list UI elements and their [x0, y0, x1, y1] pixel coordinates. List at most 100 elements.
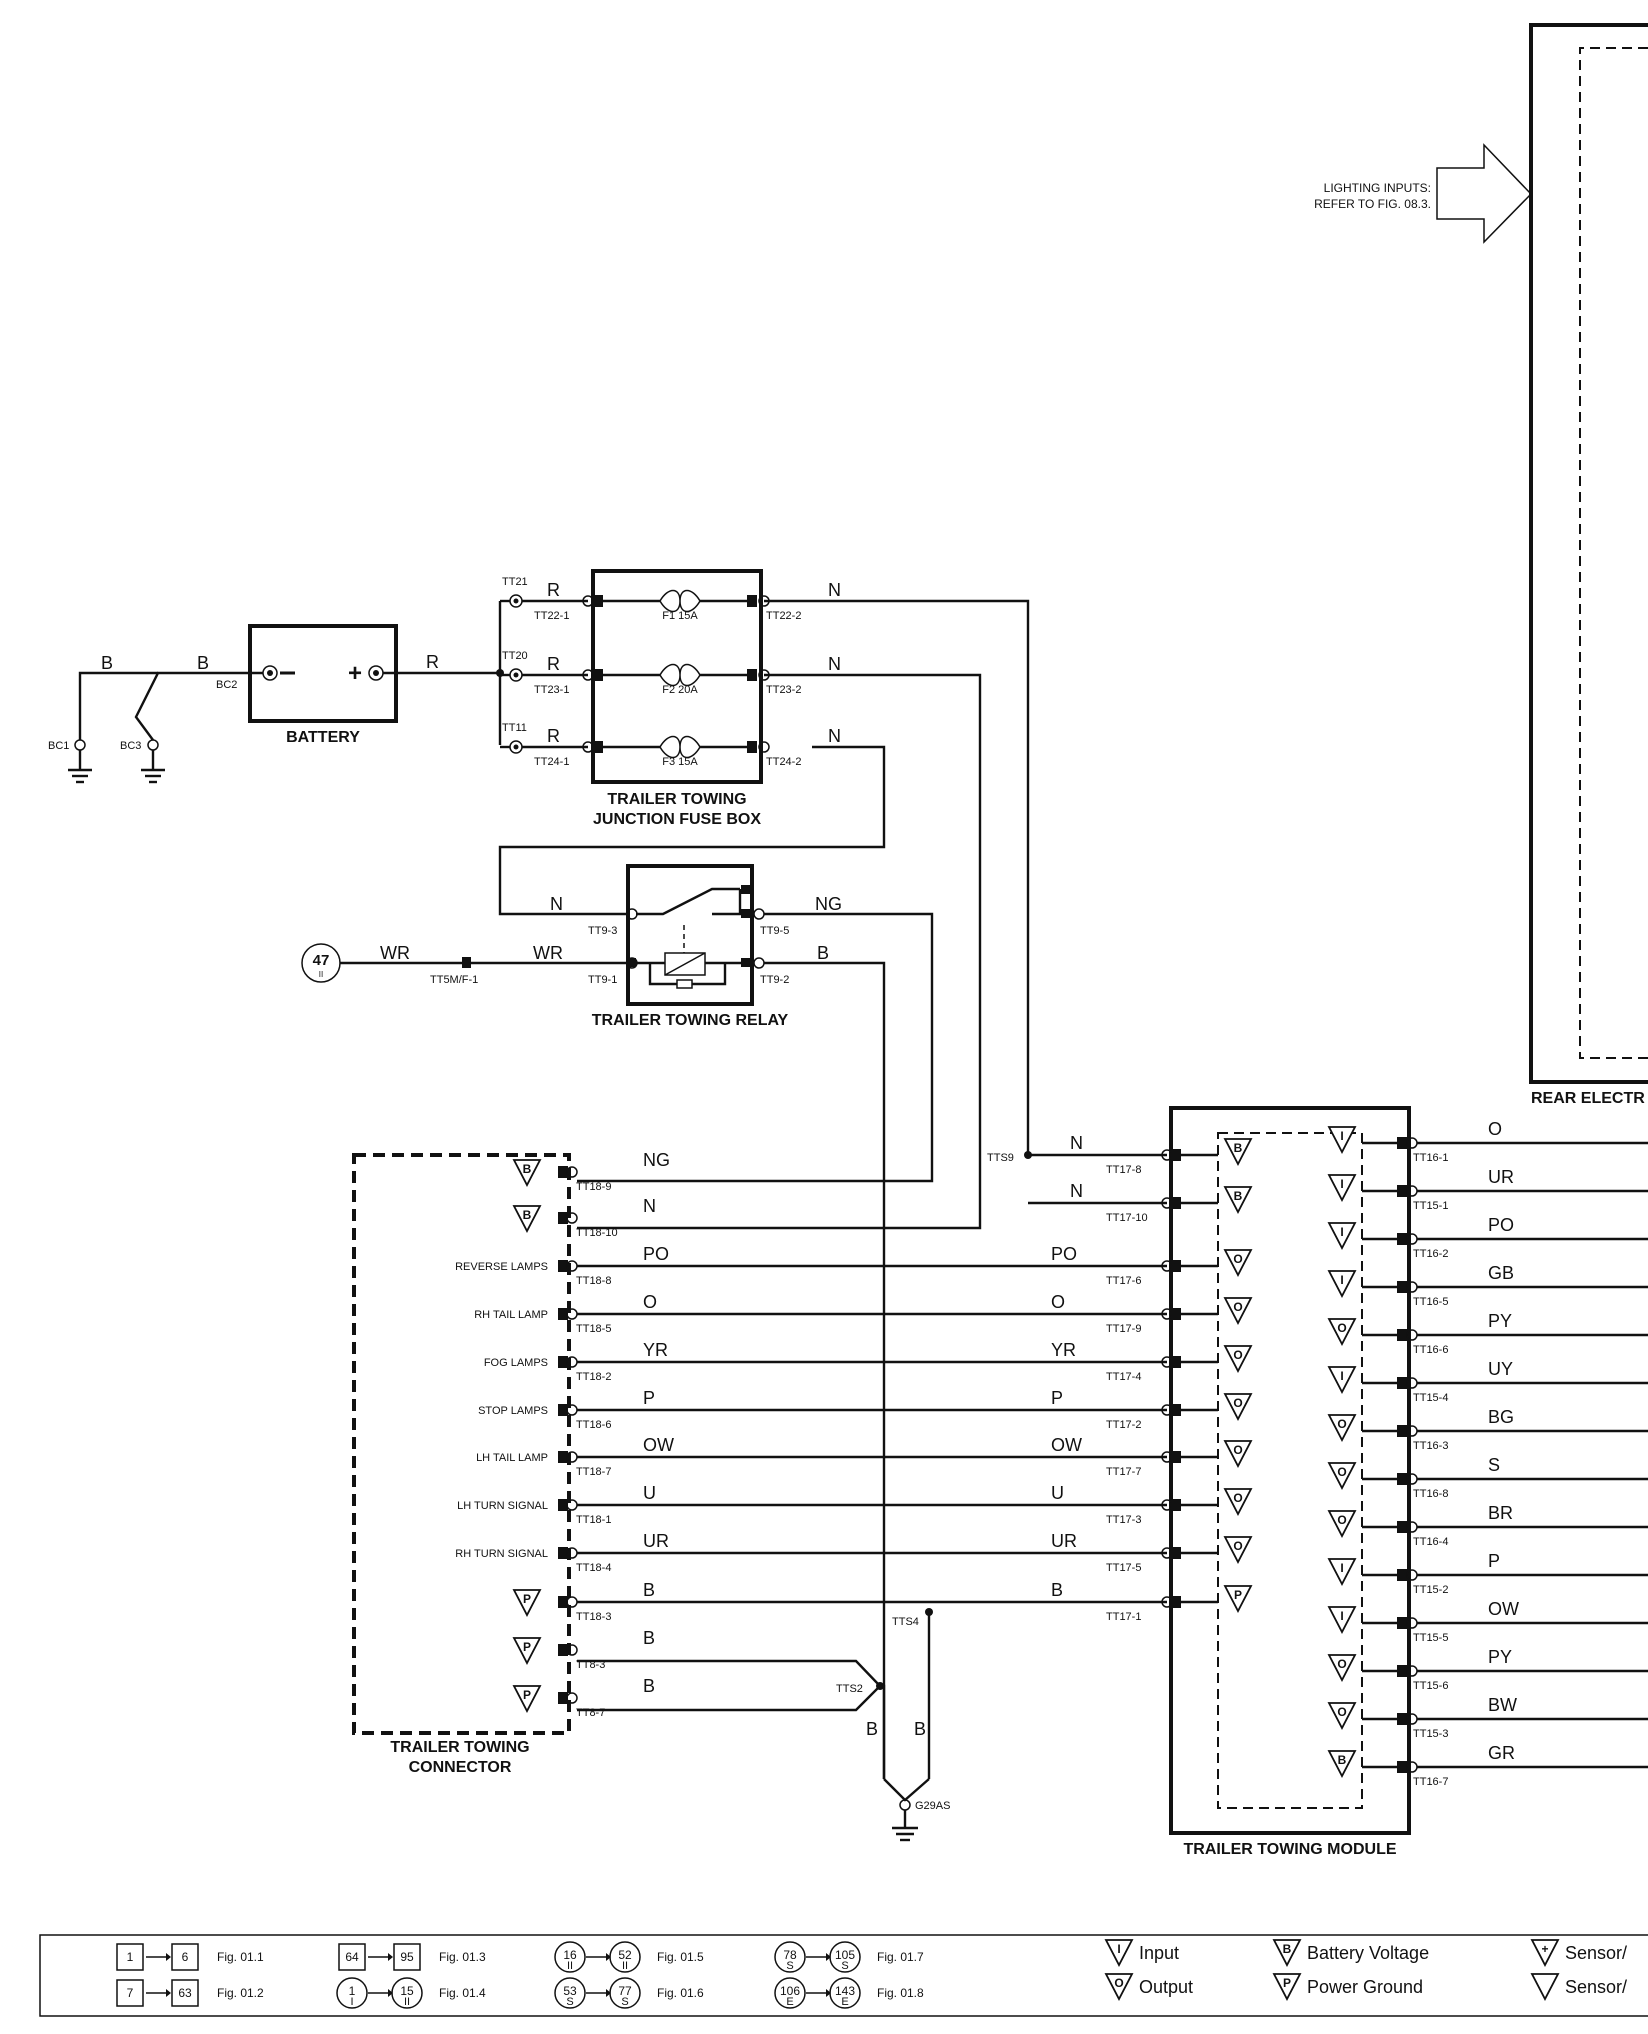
- module-right-wire: PO: [1488, 1215, 1514, 1235]
- module-left-pin: O: [1161, 1345, 1253, 1373]
- module-right-pin-icon: I: [1327, 1366, 1357, 1394]
- g29as-label: G29AS: [915, 1800, 950, 1812]
- ref-47-label: 47: [313, 952, 330, 969]
- module-right-wire: UR: [1488, 1167, 1514, 1187]
- fuse-icon: [659, 735, 701, 759]
- module-left-pin-icon: B: [1223, 1186, 1253, 1214]
- module-wire-color: U: [1051, 1483, 1064, 1503]
- svg-text:P: P: [523, 1640, 531, 1654]
- module-right-pin-block: [1397, 1329, 1407, 1341]
- legend-ref-to: 15: [400, 1984, 414, 1998]
- module-right-pin-block: [1397, 1521, 1407, 1533]
- legend-ref-to: 6: [182, 1950, 189, 1964]
- module-right-pin-block: [1397, 1713, 1407, 1725]
- fuse-rating: F3 15A: [662, 756, 698, 768]
- legend-ref-fig: Fig. 01.7: [877, 1950, 924, 1964]
- module-left-pin-block: [1171, 1308, 1181, 1320]
- relay-pin2: TT9-2: [760, 974, 789, 986]
- fuse-in-splice: TT20: [502, 650, 528, 662]
- fuse-box-label-2: JUNCTION FUSE BOX: [593, 811, 761, 828]
- legend-ref-from-sub: S: [786, 1960, 793, 1972]
- legend-symbol-icon: O: [1104, 1973, 1134, 2001]
- connector-pin-label: LH TURN SIGNAL: [457, 1500, 548, 1512]
- connector-pin-icon: B: [512, 1159, 542, 1187]
- legend-ref-from: 7: [127, 1986, 134, 2000]
- module-right-pin-icon: I: [1327, 1126, 1357, 1154]
- legend-ref-to-sub: E: [841, 1996, 848, 2008]
- svg-text:+: +: [348, 660, 362, 687]
- module-right-wire: PY: [1488, 1647, 1512, 1667]
- module-left-pin-icon: O: [1223, 1488, 1253, 1516]
- module-right-wire: BG: [1488, 1407, 1514, 1427]
- connector-pin-block: [558, 1644, 568, 1656]
- rear-electrical-module-label: REAR ELECTR: [1531, 1090, 1645, 1107]
- svg-text:B: B: [1338, 1753, 1347, 1767]
- fuse-in-wire: R: [547, 654, 560, 674]
- connector-wire-color: B: [643, 1676, 655, 1696]
- module-right-pin-id: TT15-3: [1413, 1728, 1448, 1740]
- lighting-inputs-label-1: LIGHTING INPUTS:: [1324, 181, 1431, 195]
- fuse-box-label-1: TRAILER TOWING: [607, 791, 746, 808]
- legend-symbol-text: Sensor/: [1565, 1977, 1627, 1997]
- module-left-pin-icon: O: [1223, 1249, 1253, 1277]
- module-right-pin-block: [1397, 1377, 1407, 1389]
- fuse-out-pin-block: [747, 741, 757, 753]
- ground-symbol-bc1: [68, 750, 92, 784]
- bc2-label: BC2: [216, 679, 237, 691]
- svg-text:I: I: [1340, 1609, 1343, 1623]
- module-pin-id: TT17-5: [1106, 1562, 1141, 1574]
- module-wire-color: B: [1051, 1580, 1063, 1600]
- module-right-wire: GR: [1488, 1743, 1515, 1763]
- fuse-out-wire: N: [828, 726, 841, 746]
- module-left-pin-icon: B: [1223, 1138, 1253, 1166]
- module-right-wire: P: [1488, 1551, 1500, 1571]
- connector-pin-label: RH TAIL LAMP: [474, 1309, 548, 1321]
- module-right-wire: OW: [1488, 1599, 1519, 1619]
- module-right-pin-block: [1397, 1137, 1407, 1149]
- legend-symbol-text: Input: [1139, 1943, 1179, 1963]
- module-label: TRAILER TOWING MODULE: [1183, 1841, 1396, 1858]
- module-wire-color: O: [1051, 1292, 1065, 1312]
- module-right-pin-icon: O: [1327, 1414, 1357, 1442]
- fuse-in-wire: R: [547, 580, 560, 600]
- legend-symbol-icon: B: [1272, 1939, 1302, 1967]
- battery-neg-wire-right: B: [197, 653, 209, 673]
- module-right-wire: BW: [1488, 1695, 1517, 1715]
- svg-text:O: O: [1114, 1976, 1123, 1990]
- connector-wire-color: P: [643, 1388, 655, 1408]
- trailer-towing-relay: TRAILER TOWING RELAY TT9-3 TT9-5 TT9-1 T…: [301, 745, 934, 1779]
- module-right-pin-id: TT15-6: [1413, 1680, 1448, 1692]
- svg-text:O: O: [1233, 1491, 1242, 1505]
- module-left-pin-id: TT17-10: [1106, 1212, 1148, 1224]
- module-pin-id: TT17-2: [1106, 1419, 1141, 1431]
- module-right-pin-block: [1397, 1761, 1407, 1773]
- module-right-pin-icon: I: [1327, 1222, 1357, 1250]
- module-right-wire: BR: [1488, 1503, 1513, 1523]
- connector-pin-id: TT18-10: [576, 1227, 618, 1239]
- legend-symbol: +Sensor/: [1530, 1939, 1627, 1967]
- connector-pin-id: TT18-9: [576, 1181, 611, 1193]
- fuse-out-pin: TT24-2: [766, 756, 801, 768]
- module-right-pin-icon: O: [1327, 1462, 1357, 1490]
- connector-pin-id: TT18-3: [576, 1611, 611, 1623]
- svg-text:O: O: [1233, 1348, 1242, 1362]
- svg-text:I: I: [1340, 1561, 1343, 1575]
- lighting-inputs-arrow: LIGHTING INPUTS: REFER TO FIG. 08.3.: [1314, 143, 1533, 244]
- connector-pin-block: [558, 1356, 568, 1368]
- legend-symbol-text: Battery Voltage: [1307, 1943, 1429, 1963]
- module-right-pin-id: TT16-8: [1413, 1488, 1448, 1500]
- connector-wire-color: YR: [643, 1340, 668, 1360]
- module-left-pin-icon: O: [1223, 1345, 1253, 1373]
